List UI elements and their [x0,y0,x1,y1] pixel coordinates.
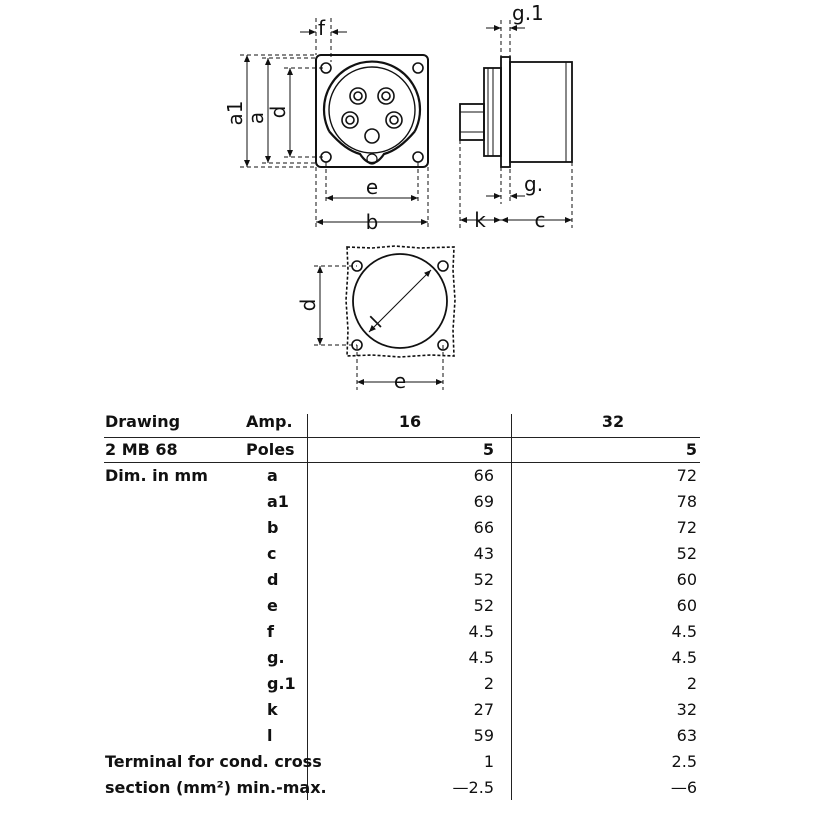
row-value-16: 59 [473,726,494,745]
label-a: a [244,112,268,124]
row-label: g. [267,648,285,667]
row-value-32: 63 [676,726,697,745]
label-f: f [318,16,326,40]
label-a1: a1 [223,101,247,126]
label-k: k [474,208,486,232]
row-label: g.1 [267,674,296,693]
terminal-label-line2: section (mm²) min.-max. [105,778,327,797]
table-divider [511,414,512,800]
amp-label: Amp. [246,412,293,431]
terminal-label-line1: Terminal for cond. cross [105,752,322,771]
amp-16: 16 [398,412,422,431]
table-rule [104,462,700,463]
terminal-32-min: 2.5 [671,752,697,771]
row-value-16: 69 [473,492,494,511]
row-value-16: 4.5 [468,622,494,641]
row-label: f [267,622,274,641]
cutout-dimensions [314,265,444,390]
row-value-32: 60 [676,596,697,615]
row-label: c [267,544,277,563]
row-value-16: 52 [473,570,494,589]
poles-32: 5 [685,440,697,459]
amp-32: 32 [601,412,625,431]
row-label: d [267,570,279,589]
row-value-16: 43 [473,544,494,563]
row-value-32: 32 [676,700,697,719]
label-e: e [366,175,378,199]
row-value-16: 27 [473,700,494,719]
cutout-view [345,245,456,358]
terminal-16-max: —2.5 [452,778,494,797]
dim-label: Dim. in mm [105,466,208,485]
label-c: c [535,208,546,232]
label-b: b [366,210,379,234]
terminal-32-max: —6 [670,778,697,797]
row-value-32: 72 [676,518,697,537]
drawing-code: 2 MB 68 [105,440,178,459]
row-value-16: 2 [483,674,494,693]
row-value-32: 2 [686,674,697,693]
table-divider [307,414,308,800]
side-view [459,56,573,168]
poles-label: Poles [246,440,295,459]
row-value-32: 4.5 [671,622,697,641]
row-value-32: 4.5 [671,648,697,667]
technical-drawing: f g.1 a1 a d e b g. k c d l e [223,1,573,393]
row-label: k [267,700,278,719]
poles-16: 5 [482,440,494,459]
label-e-cutout: e [394,369,406,393]
table-rule [104,437,700,438]
row-value-32: 78 [676,492,697,511]
row-value-16: 66 [473,466,494,485]
side-view-dimensions [459,20,573,228]
row-value-32: 60 [676,570,697,589]
terminal-16-min: 1 [483,752,494,771]
drawing-label: Drawing [105,412,181,431]
row-label: a1 [267,492,289,511]
label-d-cutout: d [296,299,320,312]
row-label: e [267,596,278,615]
label-d: d [266,106,290,119]
row-label: a [267,466,278,485]
label-g1: g.1 [512,1,544,25]
front-view-dimensions [240,18,429,228]
row-value-32: 72 [676,466,697,485]
label-g: g. [524,172,543,196]
row-value-16: 4.5 [468,648,494,667]
row-value-32: 52 [676,544,697,563]
row-label: l [267,726,273,745]
row-value-16: 66 [473,518,494,537]
row-value-16: 52 [473,596,494,615]
row-label: b [267,518,279,537]
